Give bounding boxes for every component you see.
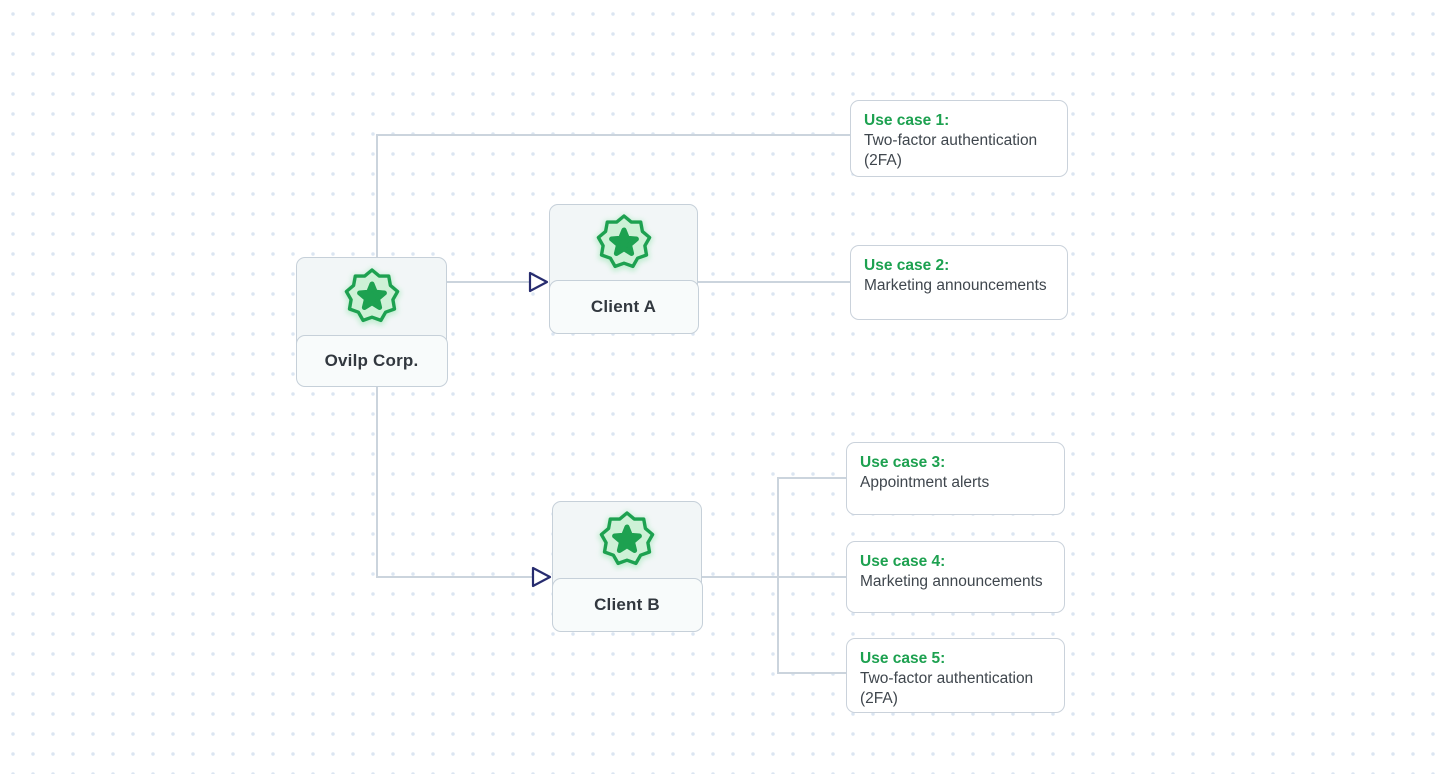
node-client-b-label: Client B [551, 577, 703, 632]
node-ovilp-corp-label: Ovilp Corp. [295, 334, 448, 387]
use-case-3-title: Use case 3: [860, 454, 946, 471]
use-case-4-description: Marketing announcements [860, 573, 1043, 590]
node-icon-area [550, 205, 697, 278]
use-case-5-description: Two-factor authentication (2FA) [860, 670, 1034, 707]
use-case-4-title: Use case 4: [860, 553, 946, 570]
use-case-1-title: Use case 1: [864, 112, 950, 129]
node-ovilp-corp: Ovilp Corp. [295, 257, 448, 387]
connector-company-to-usecase1 [376, 134, 850, 258]
node-client-a: Client A [548, 204, 699, 334]
use-case-5-title: Use case 5: [860, 650, 946, 667]
use-case-2-description: Marketing announcements [864, 277, 1047, 294]
use-case-1-description: Two-factor authentication (2FA) [864, 132, 1038, 169]
use-case-3-description: Appointment alerts [860, 474, 990, 491]
node-icon-area [297, 258, 446, 334]
node-client-a-label: Client A [548, 279, 699, 334]
use-case-card-5: Use case 5: Two-factor authentication (2… [846, 638, 1065, 713]
connector-company-to-client-b [376, 386, 532, 578]
badge-seal-star-icon [342, 267, 401, 326]
node-icon-area [553, 502, 701, 576]
badge-seal-star-icon [594, 213, 653, 272]
node-client-b: Client B [551, 501, 703, 632]
badge-seal-star-icon [597, 510, 657, 569]
use-case-card-2: Use case 2: Marketing announcements [850, 245, 1068, 320]
use-case-card-3: Use case 3: Appointment alerts [846, 442, 1065, 515]
use-case-card-1: Use case 1: Two-factor authentication (2… [850, 100, 1068, 177]
connector-client-b-to-usecases [702, 477, 846, 674]
arrowhead-client-a-icon [528, 271, 549, 293]
arrowhead-client-b-icon [531, 566, 552, 588]
use-case-card-4: Use case 4: Marketing announcements [846, 541, 1065, 613]
use-case-2-title: Use case 2: [864, 257, 950, 274]
